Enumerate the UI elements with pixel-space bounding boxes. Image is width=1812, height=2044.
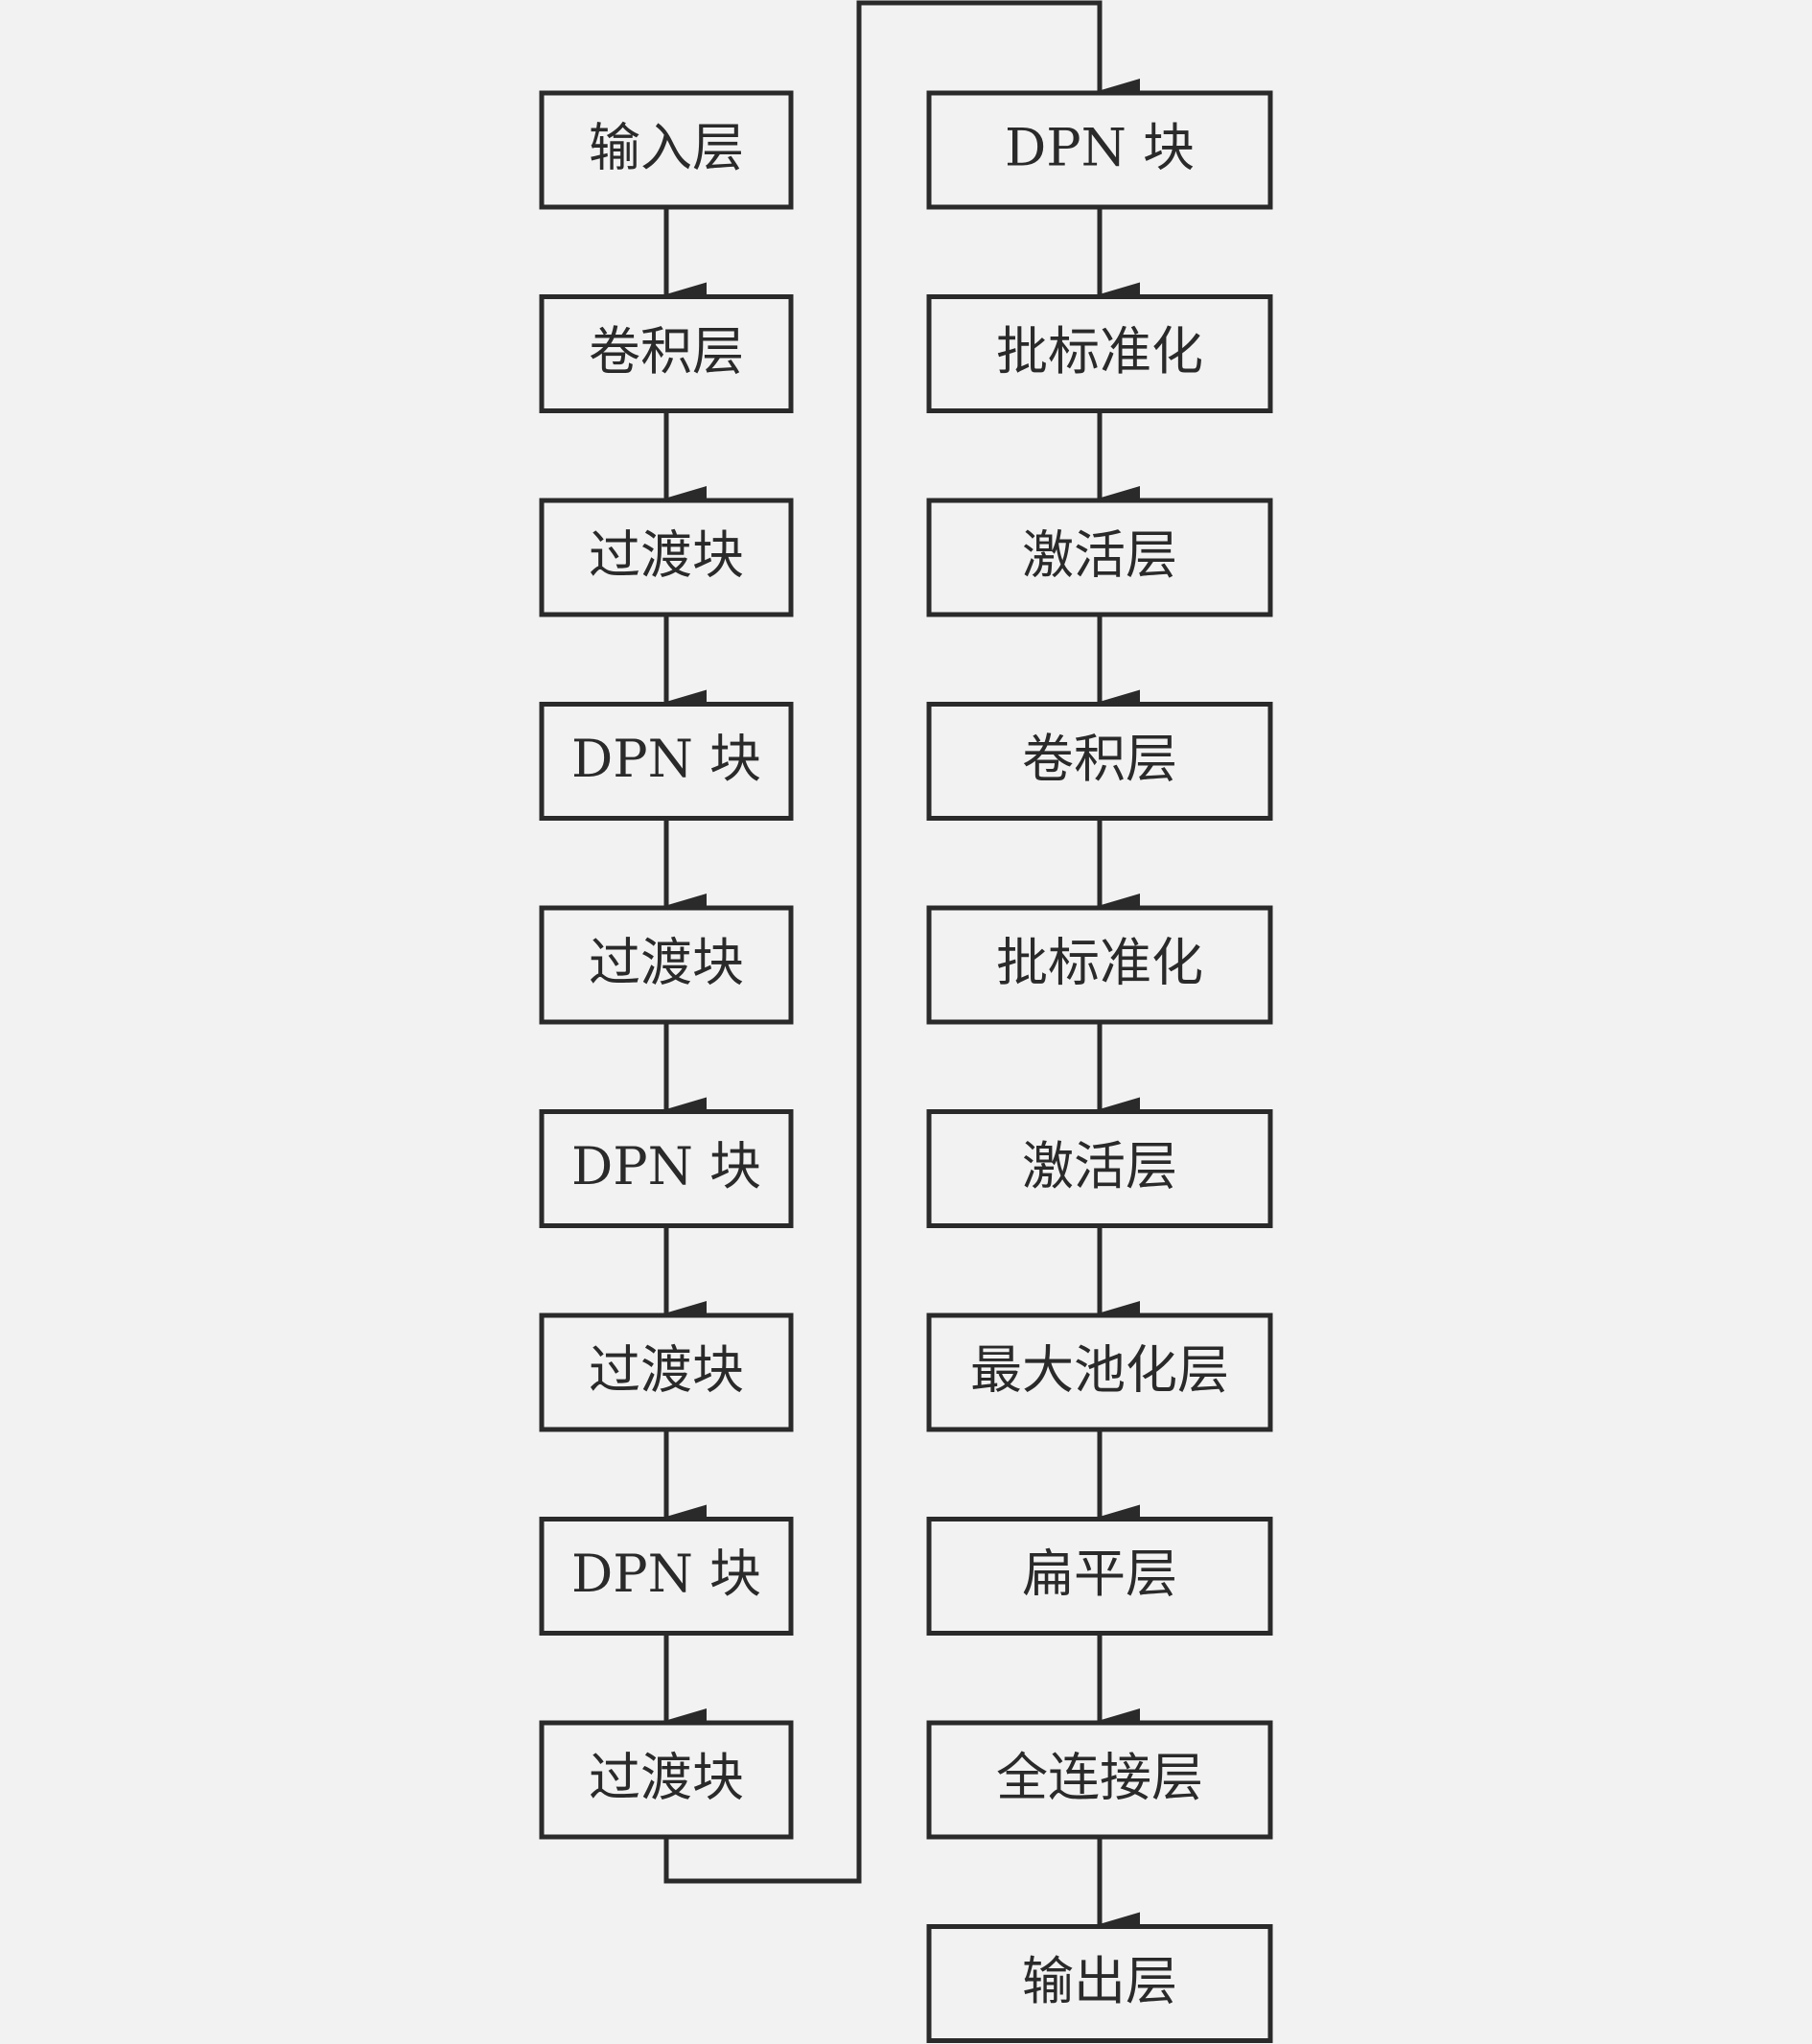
left-node-input-layer: 输入层 bbox=[539, 90, 794, 210]
right-node-output-layer: 输出层 bbox=[926, 1924, 1273, 2043]
right-node-activation-2: 激活层 bbox=[926, 1109, 1273, 1228]
node-box bbox=[926, 1720, 1273, 1840]
node-label: 扁平层 bbox=[1022, 1544, 1177, 1604]
node-label: 过渡块 bbox=[589, 1748, 744, 1808]
node-box bbox=[926, 905, 1273, 1025]
node-label: 卷积层 bbox=[589, 321, 744, 382]
left-node-dpn-block-1: DPN 块 bbox=[539, 702, 794, 821]
node-label: DPN 块 bbox=[571, 729, 761, 789]
node-label: DPN 块 bbox=[1005, 118, 1195, 178]
node-label: 批标准化 bbox=[996, 321, 1203, 382]
right-node-flatten: 扁平层 bbox=[926, 1517, 1273, 1636]
right-node-dpn-block: DPN 块 bbox=[926, 90, 1273, 210]
node-label: 输入层 bbox=[589, 118, 744, 178]
node-label: DPN 块 bbox=[571, 1136, 761, 1196]
node-box bbox=[539, 1109, 794, 1228]
right-column: DPN 块 批标准化 激活层 卷积层 批标准化 激活层 最大池化层 扁平层 bbox=[926, 90, 1273, 2043]
right-node-activation-1: 激活层 bbox=[926, 498, 1273, 617]
node-box bbox=[926, 1924, 1273, 2043]
left-node-transition-block-1: 过渡块 bbox=[539, 498, 794, 617]
node-label: 批标准化 bbox=[996, 933, 1203, 993]
node-box bbox=[926, 294, 1273, 413]
node-box bbox=[539, 702, 794, 821]
column-bridge-connector bbox=[663, 0, 1140, 1884]
right-node-batch-norm-1: 批标准化 bbox=[926, 294, 1273, 413]
right-node-max-pooling: 最大池化层 bbox=[926, 1312, 1273, 1432]
node-label: DPN 块 bbox=[571, 1544, 761, 1604]
left-node-conv-layer: 卷积层 bbox=[539, 294, 794, 413]
node-box bbox=[539, 90, 794, 210]
node-label: 激活层 bbox=[1022, 525, 1177, 586]
node-box bbox=[539, 905, 794, 1025]
node-box bbox=[926, 90, 1273, 210]
left-node-transition-block-3: 过渡块 bbox=[539, 1312, 794, 1432]
node-box bbox=[926, 702, 1273, 821]
node-box bbox=[926, 1517, 1273, 1636]
node-label: 过渡块 bbox=[589, 525, 744, 586]
left-node-dpn-block-3: DPN 块 bbox=[539, 1517, 794, 1636]
node-label: 过渡块 bbox=[589, 1340, 744, 1401]
node-label: 卷积层 bbox=[1022, 729, 1177, 789]
node-label: 最大池化层 bbox=[970, 1340, 1229, 1401]
left-node-transition-block-4: 过渡块 bbox=[539, 1720, 794, 1840]
right-node-fully-connected: 全连接层 bbox=[926, 1720, 1273, 1840]
node-box bbox=[926, 1312, 1273, 1432]
node-label: 全连接层 bbox=[996, 1748, 1203, 1808]
node-box bbox=[539, 1517, 794, 1636]
node-box bbox=[539, 294, 794, 413]
left-node-dpn-block-2: DPN 块 bbox=[539, 1109, 794, 1228]
node-box bbox=[539, 1312, 794, 1432]
node-label: 激活层 bbox=[1022, 1136, 1177, 1196]
node-box bbox=[539, 1720, 794, 1840]
left-column: 输入层 卷积层 过渡块 DPN 块 过渡块 DPN 块 过渡块 DPN 块 bbox=[539, 90, 794, 1840]
node-label: 过渡块 bbox=[589, 933, 744, 993]
right-node-conv-layer: 卷积层 bbox=[926, 702, 1273, 821]
node-box bbox=[539, 498, 794, 617]
node-label: 输出层 bbox=[1022, 1951, 1177, 2011]
right-node-batch-norm-2: 批标准化 bbox=[926, 905, 1273, 1025]
node-box bbox=[926, 498, 1273, 617]
left-node-transition-block-2: 过渡块 bbox=[539, 905, 794, 1025]
connector-layer bbox=[663, 0, 1140, 1938]
node-box bbox=[926, 1109, 1273, 1228]
